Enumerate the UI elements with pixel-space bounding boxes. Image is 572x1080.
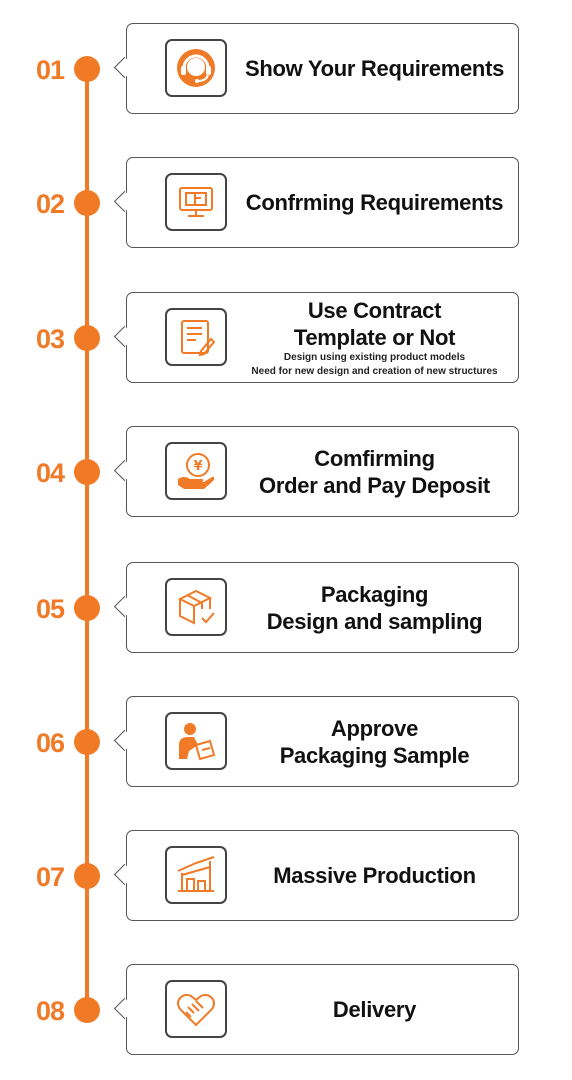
step-card: Show Your Requirements [126, 23, 519, 114]
step-number: 04 [36, 458, 65, 488]
timeline-dot [74, 729, 100, 755]
step-title: Packaging Sample [279, 742, 470, 768]
package-box-icon [165, 578, 227, 636]
step-label: Show Your Requirements [235, 24, 514, 113]
step-card: Confrming Requirements [126, 157, 519, 248]
step-number: 03 [36, 324, 65, 354]
step-card: Massive Production [126, 830, 519, 921]
step-number: 05 [36, 594, 65, 624]
step-04: 04 ¥ Comfirming Order and Pay Deposit [0, 426, 572, 520]
timeline-dot [74, 595, 100, 621]
step-06: 06 Approve Packaging Sample [0, 696, 572, 790]
timeline-dot [74, 997, 100, 1023]
step-label: Massive Production [235, 831, 514, 920]
step-title: Massive Production [273, 863, 476, 888]
step-title: Approve [330, 715, 419, 741]
step-03: 03 Use Contract Template or Not Design u… [0, 292, 572, 386]
step-07: 07 Massive Production [0, 830, 572, 924]
step-title: Design and sampling [266, 608, 483, 634]
timeline-dot [74, 863, 100, 889]
step-label: Confrming Requirements [235, 158, 514, 247]
timeline-line [85, 68, 89, 1012]
contract-edit-icon [165, 308, 227, 366]
timeline-dot [74, 56, 100, 82]
step-title: Comfirming [314, 445, 435, 471]
step-card: Packaging Design and sampling [126, 562, 519, 653]
step-05: 05 Packaging Design and sampling [0, 562, 572, 656]
step-label: Delivery [235, 965, 514, 1054]
step-title: Delivery [332, 997, 417, 1022]
step-label: Use Contract Template or Not Design usin… [235, 293, 514, 382]
step-title: Confrming Requirements [245, 190, 504, 215]
step-number: 02 [36, 189, 65, 219]
factory-icon [165, 846, 227, 904]
step-label: Packaging Design and sampling [235, 563, 514, 652]
step-card: Approve Packaging Sample [126, 696, 519, 787]
step-card: Delivery [126, 964, 519, 1055]
handshake-icon [165, 980, 227, 1038]
svg-text:¥: ¥ [193, 459, 202, 474]
yuan-payment-icon: ¥ [165, 442, 227, 500]
step-title: Packaging [320, 581, 429, 607]
step-number: 06 [36, 728, 65, 758]
timeline-dot [74, 325, 100, 351]
step-card: ¥ Comfirming Order and Pay Deposit [126, 426, 519, 517]
step-title: Template or Not [293, 324, 456, 350]
step-01: 01 Show Your Requirements [0, 23, 572, 117]
step-label: Approve Packaging Sample [235, 697, 514, 786]
timeline-dot [74, 459, 100, 485]
step-title: Use Contract [307, 297, 442, 323]
step-subtitle: Design using existing product models [283, 351, 466, 363]
step-card: Use Contract Template or Not Design usin… [126, 292, 519, 383]
timeline-dot [74, 190, 100, 216]
step-number: 01 [36, 55, 65, 85]
step-label: Comfirming Order and Pay Deposit [235, 427, 514, 516]
step-subtitle: Need for new design and creation of new … [251, 365, 498, 377]
monitor-icon [165, 173, 227, 231]
step-title: Show Your Requirements [244, 56, 505, 81]
step-02: 02 Confrming Requirements [0, 157, 572, 251]
step-title: Order and Pay Deposit [259, 472, 490, 498]
headset-support-icon [165, 39, 227, 97]
step-08: 08 Delivery [0, 964, 572, 1058]
person-approve-icon [165, 712, 227, 770]
step-number: 07 [36, 862, 65, 892]
step-number: 08 [36, 996, 65, 1026]
